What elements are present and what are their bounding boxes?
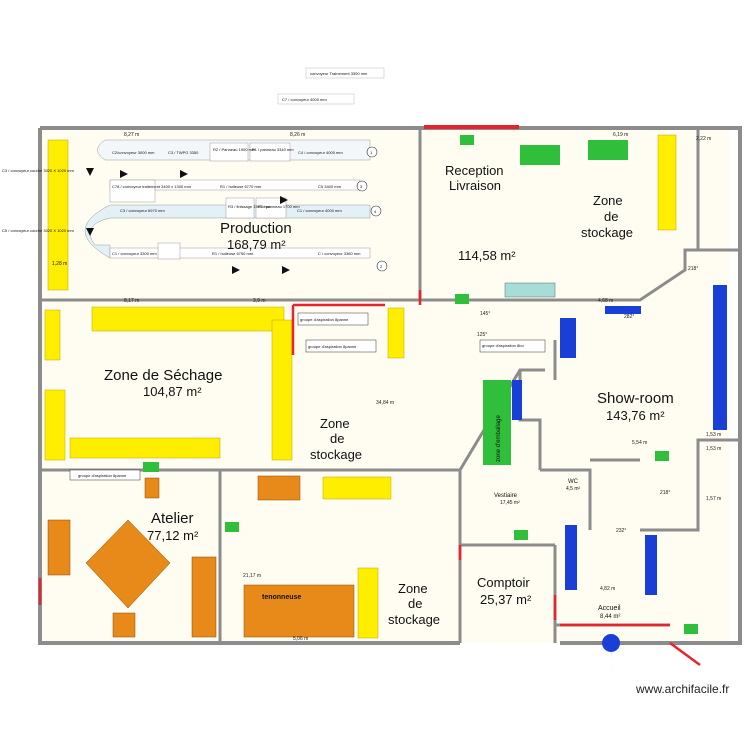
station-number: 1: [370, 150, 373, 155]
room-area-production: 168,79 m²: [227, 237, 286, 252]
svg-text:125°: 125°: [477, 332, 487, 338]
svg-text:stockage: stockage: [581, 225, 633, 240]
machine-label: R2 / Panneau 1900 mm: [213, 147, 256, 152]
svg-text:de: de: [408, 596, 422, 611]
svg-text:groupe d'aspiration 8panne: groupe d'aspiration 8panne: [308, 344, 357, 349]
location-pin-icon: [602, 634, 621, 674]
dimension-labels: 8,27 m 8,26 m 6,19 m 2,22 m 8,17 m 3,9 m…: [52, 132, 721, 642]
room-area-comptoir: 25,37 m²: [480, 592, 532, 607]
reception-items: [424, 125, 677, 298]
room-name-showroom: Show-room: [597, 390, 674, 407]
machine-label: C2/convoyeur 3000 mm: [112, 150, 155, 155]
svg-text:stockage: stockage: [310, 447, 362, 462]
exit-signs: [225, 135, 698, 634]
machine-label: C3 / TWPG 3350: [168, 150, 199, 155]
side-label: C3 / convoyeur courbe 3020 X 1020 mm: [2, 168, 74, 173]
machine-labels: C2/convoyeur 3000 mm C3 / TWPG 3350 R2 /…: [112, 147, 361, 256]
room-name-atelier: Atelier: [151, 510, 194, 527]
room-name-sechage: Zone de Séchage: [104, 367, 222, 384]
station-numbers: 1 2 3 4: [360, 150, 383, 269]
machine-label: C5 3400 mm: [318, 184, 342, 189]
machine-label: P1 / panneau 3340 mm: [252, 147, 294, 152]
top-labels: convoyeur Trainement 3300 mm C7 / convoy…: [277, 67, 385, 105]
watermark-text: www.archifacile.fr: [635, 682, 729, 696]
machine-label: C / convoyeur 3380 mm: [318, 251, 361, 256]
svg-text:1,57 m: 1,57 m: [706, 496, 721, 502]
tenonneuse-label: tenonneuse: [262, 594, 301, 601]
svg-text:groupe d'aspiration 8panne: groupe d'aspiration 8panne: [300, 317, 349, 322]
room-area-atelier: 77,12 m²: [147, 528, 199, 543]
svg-text:6,19 m: 6,19 m: [613, 132, 628, 138]
svg-text:de: de: [330, 431, 344, 446]
svg-text:21,17 m: 21,17 m: [243, 573, 261, 579]
svg-text:5,54 m: 5,54 m: [632, 440, 647, 446]
top-label-1: convoyeur Trainement 3300 mm: [310, 71, 368, 76]
room-name-stockage-c: Zone: [320, 416, 350, 431]
room-name-vestiaire: Vestiaire: [494, 493, 518, 499]
side-label: C5 / convoyeur courbe 3020 X 1020 mm: [2, 228, 74, 233]
svg-text:groupe d'aspiration 8bo: groupe d'aspiration 8bo: [482, 343, 524, 348]
room-name-livraison: Livraison: [449, 178, 501, 193]
svg-text:8,27 m: 8,27 m: [124, 132, 139, 138]
showroom-displays: [512, 285, 727, 595]
svg-text:groupe d'aspiration 8panne: groupe d'aspiration 8panne: [78, 473, 127, 478]
machine-label: P3 / panneau 1700 mm: [258, 204, 300, 209]
svg-text:282°: 282°: [624, 314, 634, 320]
room-name-stockage-ne: Zone: [593, 193, 623, 208]
machine-label: C1 / convoyeur 4000 mm: [297, 208, 342, 213]
svg-text:4,68 m: 4,68 m: [598, 298, 613, 304]
svg-text:1,53 m: 1,53 m: [706, 432, 721, 438]
room-name-emballage: zone d'emballage: [496, 414, 502, 462]
svg-text:2,22 m: 2,22 m: [696, 136, 711, 142]
room-labels: Production 168,79 m² Reception Livraison…: [104, 163, 674, 627]
atelier-machines: [47, 475, 379, 639]
machine-label: R1 / huileuse 6770 mm: [220, 184, 262, 189]
flow-arrows: [86, 168, 290, 274]
machine-label: R3 / finissage 1900 mm: [228, 204, 271, 209]
machine-label: C78 / convoyeur traitement 3400 x 1300 m…: [112, 184, 192, 189]
svg-text:218°: 218°: [688, 266, 698, 272]
room-area-accueil: 8,44 m²: [600, 614, 620, 620]
room-area-sechage: 104,87 m²: [143, 384, 202, 399]
svg-text:5,06 m: 5,06 m: [293, 636, 308, 642]
room-name-reception: Reception: [445, 163, 504, 178]
machine-label: C1 / convoyeur 3300 mm: [112, 251, 157, 256]
room-name-comptoir: Comptoir: [477, 575, 530, 590]
svg-text:stockage: stockage: [388, 612, 440, 627]
machine-label: R1 / huileuse 6750 mm: [212, 251, 254, 256]
room-name-wc: WC: [568, 479, 579, 485]
svg-text:232°: 232°: [616, 528, 626, 534]
aspiration-groups: groupe d'aspiration 8panne groupe d'aspi…: [69, 312, 546, 601]
svg-text:8,26 m: 8,26 m: [290, 132, 305, 138]
machine-label: C3 / convoyeur 6970 mm: [120, 208, 165, 213]
room-area-vestiaire: 17,45 m²: [500, 500, 520, 506]
room-area-showroom: 143,76 m²: [606, 408, 665, 423]
svg-text:de: de: [604, 209, 618, 224]
station-number: 4: [374, 209, 377, 214]
svg-text:4,82 m: 4,82 m: [600, 586, 615, 592]
svg-text:145°: 145°: [480, 311, 490, 317]
station-number: 3: [360, 184, 363, 189]
svg-text:1,53 m: 1,53 m: [706, 446, 721, 452]
angle-labels: 218° 145° 125° 282° 218° 232°: [477, 266, 698, 534]
top-label-2: C7 / convoyeur 4000 mm: [282, 97, 327, 102]
room-name-production: Production: [220, 220, 292, 237]
svg-text:8,17 m: 8,17 m: [124, 298, 139, 304]
room-name-accueil: Accueil: [598, 605, 621, 612]
room-area-wc: 4,5 m²: [566, 486, 581, 492]
svg-text:1,28 m: 1,28 m: [52, 261, 67, 267]
production-lines: [47, 139, 388, 291]
room-name-stockage-s: Zone: [398, 581, 428, 596]
sechage-items: [44, 306, 405, 500]
doors: [38, 290, 701, 667]
emballage-zone: [483, 380, 511, 465]
svg-text:34,84 m: 34,84 m: [376, 400, 394, 406]
station-number: 2: [380, 264, 383, 269]
svg-text:218°: 218°: [660, 490, 670, 496]
room-area-reception: 114,58 m²: [458, 248, 516, 263]
svg-text:3,9 m: 3,9 m: [253, 298, 266, 304]
machine-label: C4 / convoyeur 4000 mm: [298, 150, 343, 155]
